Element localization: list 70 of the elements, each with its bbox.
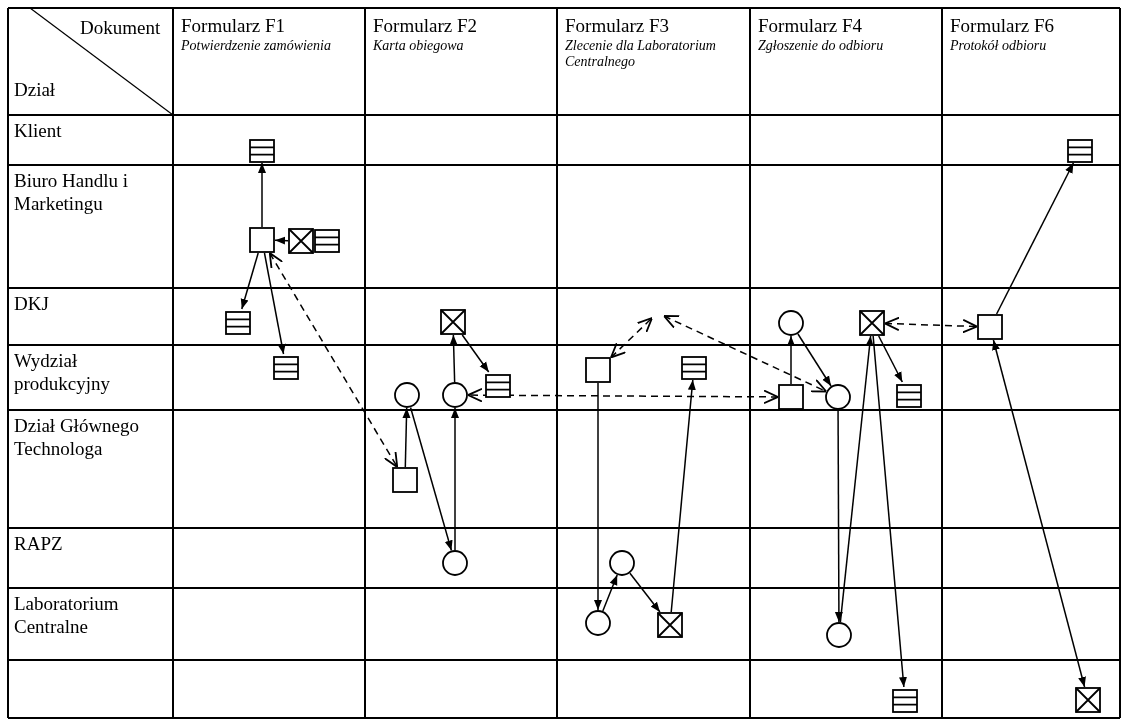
circle-symbol (825, 384, 851, 410)
circle-symbol (394, 382, 420, 408)
square-symbol (977, 314, 1003, 340)
square-symbol (392, 467, 418, 493)
arrow (240, 252, 259, 310)
crossed-square-symbol (440, 309, 466, 335)
circle-symbol (778, 310, 804, 336)
circle-symbol (826, 622, 852, 648)
arrow (268, 252, 399, 468)
form-name: Potwierdzenie zamówienia (181, 38, 331, 54)
arrow (274, 236, 289, 245)
arrow (461, 334, 490, 373)
arrow (449, 334, 458, 383)
arrow (839, 335, 874, 623)
arrow (670, 379, 696, 613)
arrow (797, 333, 832, 387)
circle-symbol (442, 550, 468, 576)
arrow (594, 382, 602, 611)
crossed-square-symbol (1075, 687, 1101, 713)
column-heading: Formularz F4 (758, 14, 862, 37)
arrow (402, 407, 411, 468)
row-label: Klient (14, 119, 62, 142)
row-label: Biuro Handlu i Marketingu (14, 169, 129, 215)
form-name: Karta obiegowa (373, 38, 464, 54)
row-label: Dział Głównego Technologa (14, 414, 141, 460)
circle-symbol (585, 610, 611, 636)
document-symbol (892, 687, 918, 713)
row-label: Wydział produkcyjny (14, 349, 112, 395)
crossed-square-symbol (288, 228, 314, 254)
square-symbol (585, 357, 611, 383)
column-heading: Formularz F6 (950, 14, 1054, 37)
arrow (263, 252, 286, 355)
circle-symbol (442, 382, 468, 408)
arrow (467, 387, 779, 405)
column-heading: Formularz F2 (373, 14, 477, 37)
header-label: Dział (14, 78, 56, 101)
crossed-square-symbol (657, 612, 683, 638)
document-symbol (1067, 137, 1093, 163)
document-symbol (681, 354, 707, 380)
arrow (992, 339, 1086, 688)
arrow (872, 335, 907, 688)
form-name: Zgłoszenie do odbioru (758, 38, 884, 54)
document-symbol (225, 309, 251, 335)
arrow (610, 317, 653, 359)
arrow (451, 407, 459, 551)
document-symbol (249, 137, 275, 163)
circle-symbol (609, 550, 635, 576)
arrow (884, 316, 978, 334)
crossed-square-symbol (859, 310, 885, 336)
form-name: Protokół odbioru (950, 38, 1047, 54)
document-symbol (485, 372, 511, 398)
header-label: Dokument (80, 16, 161, 39)
square-symbol (249, 227, 275, 253)
arrow (629, 572, 661, 613)
column-heading: Formularz F3 (565, 14, 669, 37)
arrow (602, 574, 618, 612)
arrow (787, 335, 795, 385)
document-symbol (273, 354, 299, 380)
row-label: RAPZ (14, 532, 63, 555)
arrow (409, 406, 453, 552)
row-label: Laboratorium Centralne (14, 592, 120, 638)
row-label: DKJ (14, 292, 49, 315)
column-heading: Formularz F1 (181, 14, 285, 37)
document-symbol (314, 227, 340, 253)
square-symbol (778, 384, 804, 410)
form-name: Zlecenie dla Laboratorium Centralnego (565, 38, 717, 70)
arrow (877, 335, 904, 383)
arrow (663, 315, 828, 393)
document-symbol (896, 382, 922, 408)
arrow (834, 409, 843, 623)
